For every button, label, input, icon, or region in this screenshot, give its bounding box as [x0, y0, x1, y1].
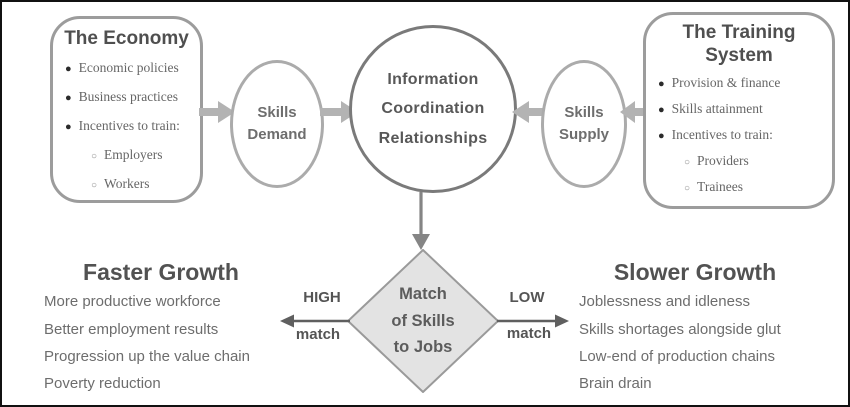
skills-demand-ellipse: Skills Demand	[230, 60, 324, 188]
slower-growth-list: Joblessness and idleness Skills shortage…	[564, 294, 826, 392]
arrow-training-to-supply-icon	[620, 101, 648, 123]
list-item: ○ Trainees	[684, 179, 826, 195]
bullet-text: Trainees	[697, 178, 744, 194]
training-bullet-list: ● Provision & finance ● Skills attainmen…	[646, 72, 832, 195]
training-box-title-line: System	[705, 44, 773, 66]
list-item: Skills shortages alongside glut	[579, 320, 781, 338]
bullet-text: Incentives to train:	[78, 117, 180, 133]
bullet-text: Workers	[104, 175, 150, 191]
bullet-icon: ●	[65, 120, 72, 133]
faster-growth-list: More productive workforce Better employm…	[32, 294, 290, 392]
training-box-title-line: The Training	[682, 22, 796, 43]
economy-box: The Economy ● Economic policies ● Busine…	[50, 16, 203, 203]
list-item: Low-end of production chains	[579, 347, 775, 365]
economy-bullet-list: ● Economic policies ● Business practices…	[53, 55, 200, 192]
list-item: ○ Providers	[684, 153, 826, 169]
high-match-label: match	[295, 326, 341, 343]
diamond-label-line: to Jobs	[393, 338, 453, 357]
diamond-label-line: of Skills	[391, 311, 455, 330]
circle-label: Relationships	[378, 129, 488, 147]
bullet-text: Provision & finance	[671, 74, 781, 90]
list-item: Progression up the value chain	[44, 347, 250, 365]
circle-bullet-icon: ○	[684, 182, 691, 194]
circle-label: Information	[387, 70, 479, 88]
list-item: Joblessness and idleness	[579, 293, 750, 311]
arrow-supply-to-circle-icon	[512, 101, 548, 123]
list-item: ● Incentives to train:	[65, 118, 194, 134]
information-coordination-circle: Information Coordination Relationships	[349, 25, 517, 193]
bullet-icon: ●	[658, 77, 665, 90]
skills-demand-label: Demand	[247, 126, 307, 143]
skills-supply-label: Supply	[558, 126, 609, 143]
list-item: ○ Workers	[91, 176, 194, 192]
list-item: ● Skills attainment	[658, 101, 826, 117]
arrow-high-match-icon	[280, 314, 350, 328]
list-item: Brain drain	[579, 375, 652, 393]
high-match-label: HIGH	[303, 289, 341, 306]
arrow-low-match-icon	[497, 314, 569, 328]
faster-growth-section: Faster Growth More productive workforce …	[32, 259, 290, 392]
bullet-icon: ●	[658, 103, 665, 116]
list-item: ○ Employers	[91, 147, 194, 163]
skills-supply-ellipse: Skills Supply	[541, 60, 627, 188]
bullet-icon: ●	[65, 62, 72, 75]
arrow-circle-to-diamond-icon	[412, 192, 430, 250]
list-item: ● Business practices	[65, 89, 194, 105]
bullet-text: Skills attainment	[671, 100, 763, 116]
list-item: ● Incentives to train:	[658, 127, 826, 143]
slower-growth-title: Slower Growth	[613, 259, 777, 285]
arrow-economy-to-demand-icon	[199, 101, 235, 123]
bullet-text: Employers	[104, 146, 163, 162]
bullet-icon: ●	[658, 129, 665, 142]
arrow-demand-to-circle-icon	[320, 101, 358, 123]
list-item: ● Economic policies	[65, 60, 194, 76]
circle-bullet-icon: ○	[684, 156, 691, 168]
slower-growth-section: Slower Growth Joblessness and idleness S…	[564, 259, 826, 392]
bullet-icon: ●	[65, 91, 72, 104]
low-match-label: LOW	[509, 289, 545, 306]
skills-demand-label: Skills	[257, 104, 297, 122]
list-item: ● Provision & finance	[658, 75, 826, 91]
bullet-text: Business practices	[78, 88, 179, 104]
economy-box-title: The Economy	[64, 28, 189, 49]
training-box-title: The Training System	[650, 22, 828, 68]
diamond-label-line: Match	[399, 285, 447, 304]
bullet-text: Providers	[697, 152, 749, 168]
list-item: Better employment results	[44, 320, 219, 338]
list-item: More productive workforce	[44, 293, 221, 311]
circle-bullet-icon: ○	[91, 179, 98, 191]
list-item: Poverty reduction	[44, 375, 161, 393]
circle-bullet-icon: ○	[91, 150, 98, 162]
circle-label: Coordination	[381, 100, 485, 118]
training-system-box: The Training System ● Provision & financ…	[643, 12, 835, 209]
low-match-label: match	[506, 325, 552, 342]
bullet-text: Economic policies	[78, 59, 179, 75]
faster-growth-title: Faster Growth	[83, 259, 239, 285]
bullet-text: Incentives to train:	[671, 126, 773, 142]
match-diamond-shape	[347, 249, 499, 393]
match-diamond-label: Match of Skills to Jobs	[347, 249, 499, 393]
skills-supply-label: Skills	[564, 104, 604, 122]
